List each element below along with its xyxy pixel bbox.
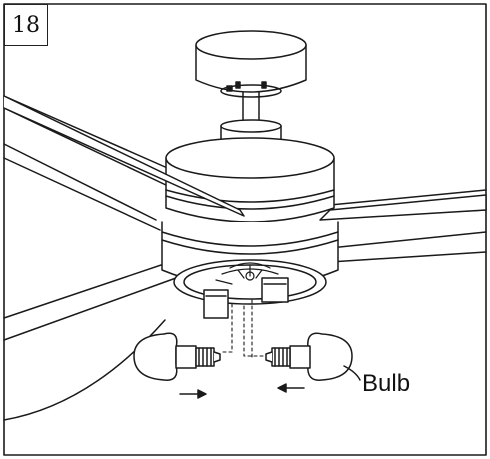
light-kit-housing (161, 221, 339, 305)
motor-housing (3, 95, 487, 223)
step-number: 18 (4, 4, 48, 46)
bulb-callout-leader (343, 365, 361, 381)
left-bulb (133, 332, 221, 381)
bulb-sockets (203, 277, 289, 319)
right-bulb (265, 332, 353, 381)
fan-blades (3, 95, 487, 421)
insert-arrow-left (277, 383, 305, 393)
frame-border (3, 3, 487, 456)
insert-arrow-right (179, 389, 207, 399)
ceiling-canopy (195, 30, 307, 98)
bulb-callout-label: Bulb (362, 370, 411, 397)
